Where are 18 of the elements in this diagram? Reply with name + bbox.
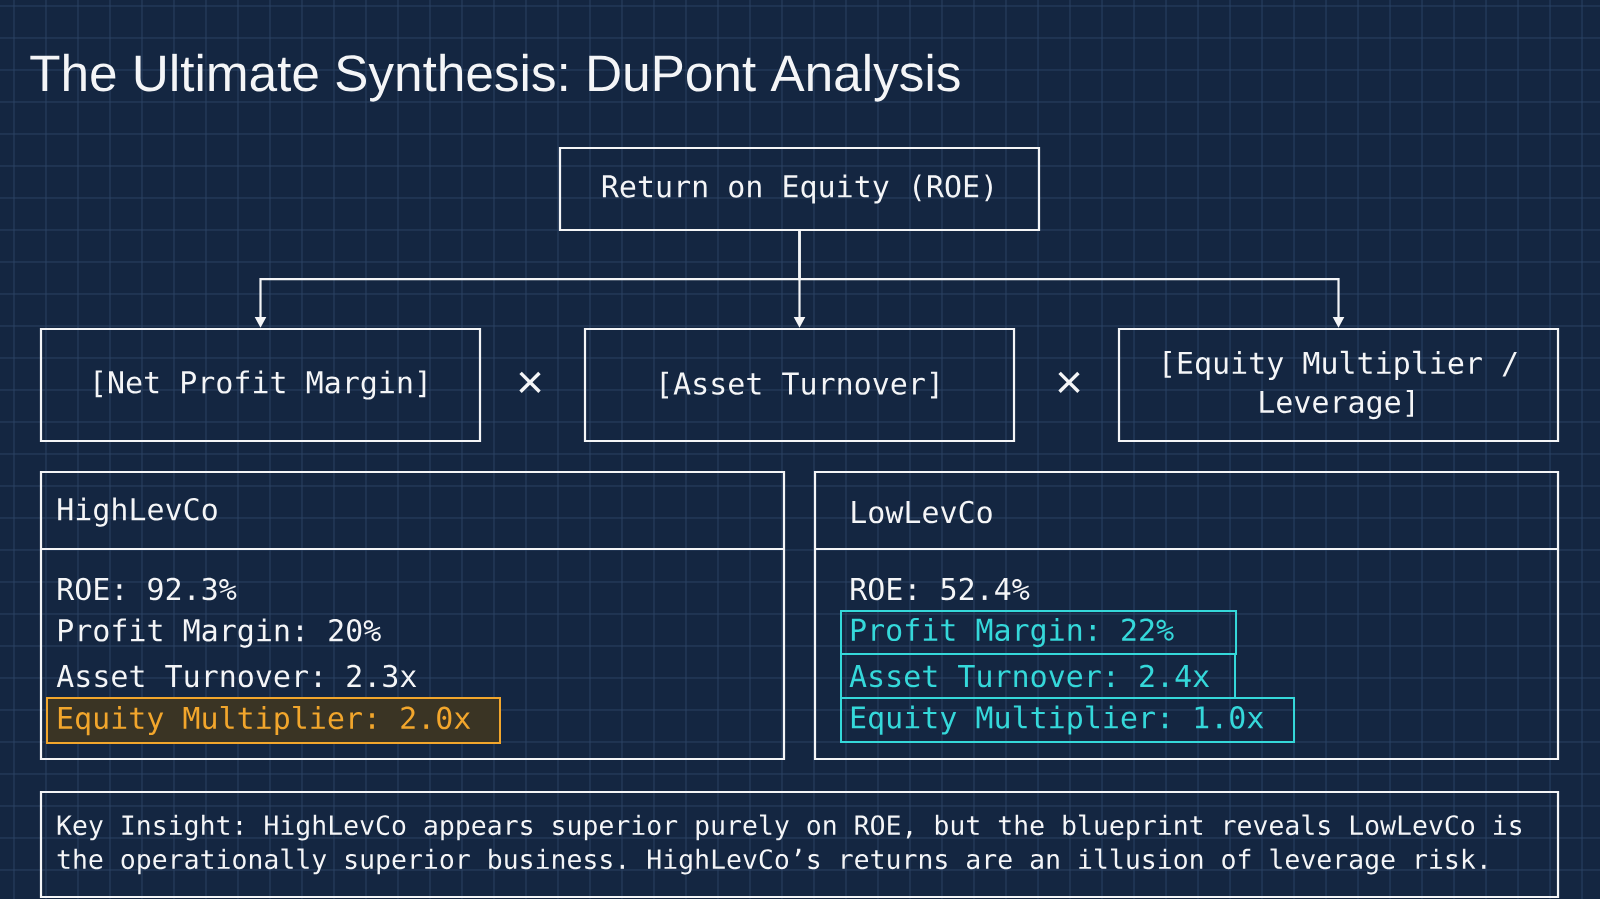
metric-text: ROE: 52.4% <box>851 577 1030 601</box>
highlight-box: Equity Multiplier: 2.0x <box>46 697 501 744</box>
formula-box: [Asset Turnover] <box>583 327 1016 443</box>
formula-box: Return on Equity (ROE) <box>558 146 1041 232</box>
multiply-sign: × <box>519 371 541 394</box>
formula-box: [Net Profit Margin] <box>39 327 482 443</box>
title: The Ultimate Synthesis: DuPont Analysis <box>30 53 960 102</box>
metric-text: Asset Turnover: 2.3x <box>56 664 417 688</box>
panel-heading: LowLevCo <box>852 500 992 524</box>
panel-heading: HighLevCo <box>58 497 217 527</box>
metric-text: ROE: 92.3% <box>58 577 237 601</box>
formula-box: [Equity Multiplier / Leverage] <box>1117 327 1560 443</box>
highlight-box: Equity Multiplier: 1.0x <box>840 697 1295 743</box>
highlight-box: Profit Margin: 22% <box>840 610 1237 655</box>
highlight-box: Asset Turnover: 2.4x <box>840 653 1236 699</box>
multiply-sign: × <box>1058 371 1080 394</box>
insight-box: Key Insight: HighLevCo appears superior purely on ROE, but the blueprint reveals LowLevCo is the operationally superior business. HighLevCo’s returns are an illusion of leverage risk. <box>39 790 1560 899</box>
metric-text: Profit Margin: 20% <box>59 618 381 648</box>
